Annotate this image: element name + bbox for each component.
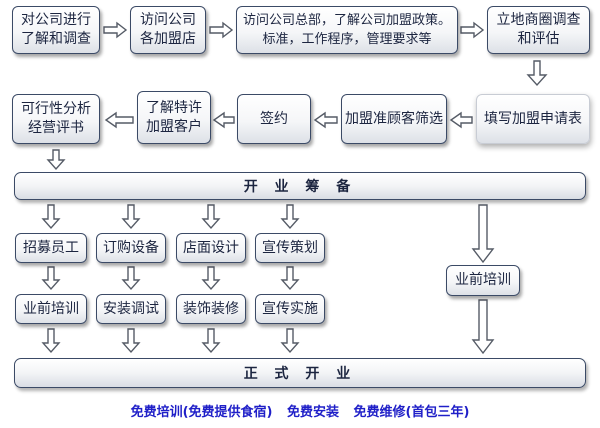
task-label: 业前培训	[23, 300, 79, 317]
step-visit-franchise-stores: 访问公司 各加盟店	[130, 6, 206, 54]
task-install-debug: 安装调试	[96, 294, 166, 324]
banner-title: 开 业 筹 备	[243, 179, 357, 195]
step-site-survey: 立地商圈调查 和评估	[487, 6, 590, 54]
step-line: 签约	[260, 110, 288, 127]
footer-item-installation: 免费安装	[286, 405, 339, 420]
step-line: 和评估	[517, 31, 560, 47]
arrow-right-icon	[460, 21, 485, 39]
task-label: 装饰装修	[183, 300, 239, 317]
task-recruit-staff: 招募员工	[15, 233, 87, 263]
step-line: 对公司进行	[21, 12, 91, 28]
arrow-down-long-icon	[471, 204, 495, 264]
step-line: 访问公司	[140, 12, 196, 28]
step-line: 了解和调查	[21, 31, 91, 47]
step-understand-franchisee: 了解特许 加盟客户	[137, 91, 211, 144]
task-label: 店面设计	[183, 239, 239, 256]
arrow-down-icon	[41, 328, 61, 354]
arrow-down-icon	[280, 328, 300, 354]
arrow-down-icon	[41, 204, 61, 230]
arrow-left-icon	[104, 111, 134, 129]
step-line: 加盟准顾客筛选	[345, 110, 443, 127]
arrow-down-icon	[526, 60, 548, 87]
arrow-down-icon	[41, 266, 61, 291]
footer-item-training: 免费培训(免费提供食宿)	[130, 405, 273, 420]
step-company-research: 对公司进行 了解和调查	[12, 6, 100, 54]
step-line: 了解特许	[146, 99, 202, 116]
footer-item-maintenance: 免费维修(首包三年)	[353, 405, 470, 420]
arrow-down-icon	[121, 204, 141, 230]
step-line: 标准，工作程序，管理要求等	[262, 32, 432, 47]
arrow-down-icon	[121, 266, 141, 291]
arrow-down-icon	[201, 266, 221, 291]
footer-services: 免费培训(免费提供食宿) 免费安装 免费维修(首包三年)	[0, 401, 600, 420]
step-customer-screening: 加盟准顾客筛选	[341, 94, 447, 144]
banner-grand-opening: 正 式 开 业	[14, 358, 586, 388]
task-order-equipment: 订购设备	[96, 233, 166, 263]
step-feasibility-analysis: 可行性分析 经营评书	[12, 94, 100, 144]
task-label: 招募员工	[23, 239, 79, 256]
step-line: 访问公司总部，了解公司加盟政策。	[242, 13, 451, 28]
arrow-down-icon	[280, 266, 300, 291]
task-label: 安装调试	[103, 300, 159, 317]
banner-preparation: 开 业 筹 备	[14, 172, 586, 200]
step-line: 立地商圈调查	[496, 12, 581, 28]
step-line: 经营评书	[28, 120, 84, 136]
task-promotion-planning: 宣传策划	[255, 233, 325, 263]
task-store-design: 店面设计	[176, 233, 246, 263]
arrow-down-icon	[201, 328, 221, 354]
task-label: 宣传策划	[262, 239, 318, 256]
step-line: 加盟客户	[146, 118, 202, 135]
task-decoration: 装饰装修	[176, 294, 246, 324]
arrow-left-icon	[449, 111, 473, 129]
task-label: 宣传实施	[262, 300, 318, 317]
step-visit-headquarters: 访问公司总部，了解公司加盟政策。 标准，工作程序，管理要求等	[236, 6, 458, 54]
step-contract: 签约	[237, 94, 311, 144]
arrow-right-icon	[103, 21, 128, 39]
arrow-down-icon	[280, 204, 300, 230]
step-line: 可行性分析	[21, 101, 91, 117]
task-label: 业前培训	[455, 272, 511, 288]
arrow-down-icon	[121, 328, 141, 354]
arrow-left-icon	[212, 111, 235, 129]
task-promotion-execution: 宣传实施	[255, 294, 325, 324]
task-side-pre-opening-training: 业前培训	[446, 265, 520, 296]
arrow-right-icon	[209, 21, 234, 39]
step-application-form: 填写加盟申请表	[476, 94, 590, 144]
step-line: 填写加盟申请表	[484, 110, 582, 127]
arrow-down-long-icon	[471, 299, 495, 355]
task-label: 订购设备	[103, 239, 159, 256]
banner-title: 正 式 开 业	[243, 366, 357, 382]
step-line: 各加盟店	[140, 31, 196, 47]
arrow-down-icon	[46, 149, 66, 171]
arrow-left-icon	[313, 111, 338, 129]
arrow-down-icon	[201, 204, 221, 230]
task-pre-opening-training: 业前培训	[15, 294, 87, 324]
